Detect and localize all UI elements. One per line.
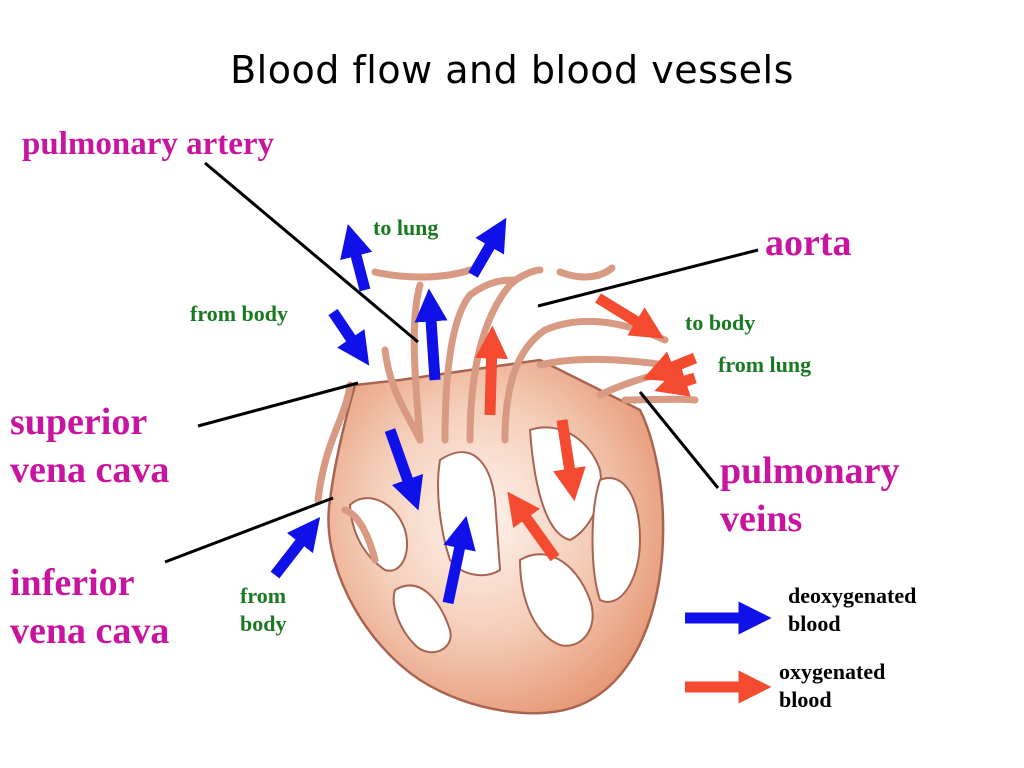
pulmonary-vein-upper: [536, 355, 669, 369]
blue-arrow-pulmonary-trunk: [414, 288, 448, 381]
legend-deoxygenated-line1: deoxygenated: [788, 583, 917, 608]
ventricle-inner: [591, 477, 642, 603]
oxygenated-arrows: [475, 293, 772, 704]
inferior-vena-cava-wall: [341, 506, 379, 564]
vena-cava-wall-right: [381, 346, 424, 444]
label-from-body-bottom: from body: [240, 582, 286, 637]
label-to-body: to body: [685, 310, 756, 335]
vena-cava-wall: [314, 381, 354, 504]
page-title: Blood flow and blood vessels: [230, 48, 794, 92]
pulmonary-vein-bottom: [621, 395, 699, 404]
vessels: [314, 264, 699, 564]
label-from-body-top: from body: [190, 301, 288, 326]
label-pulmonary-veins: pulmonary veins: [720, 448, 899, 543]
aorta-wall-right: [501, 317, 669, 444]
legend-oxygenated: oxygenated blood: [779, 658, 885, 713]
red-arrow-to-body: [595, 293, 665, 339]
label-pulmonary-veins-line2: veins: [720, 497, 803, 540]
inferior-vena-cava-leader: [164, 496, 334, 564]
superior-vena-cava-leader: [197, 381, 359, 428]
pulmonary-veins-leader: [638, 391, 720, 489]
red-arrow-from-lung-2: [654, 365, 697, 397]
blue-arrow-to-lung-left: [340, 224, 373, 292]
aorta-leader: [537, 248, 759, 308]
blue-arrow-to-lung-right: [468, 217, 507, 278]
label-pulmonary-veins-line1: pulmonary: [720, 450, 900, 492]
legend-deoxygenated-line2: blood: [788, 610, 841, 636]
pulmonary-artery-wall-right: [441, 276, 519, 444]
label-aorta: aorta: [765, 222, 852, 264]
red-arrow-aorta-up: [475, 325, 509, 416]
legend-oxygenated-line1: oxygenated: [779, 659, 886, 684]
blue-arrow-from-body-bottom: [270, 516, 321, 579]
right-ventricle: [392, 584, 452, 654]
label-inferior-line1: inferior: [10, 562, 135, 604]
left-ventricle: [518, 553, 594, 647]
label-from-body-bottom-line1: from: [240, 583, 287, 608]
legend-oxygenated-line2: blood: [779, 686, 832, 712]
label-pulmonary-artery: pulmonary artery: [22, 126, 275, 162]
label-superior-vena-cava: superior vena cava: [10, 399, 169, 494]
blue-arrow-from-body-top: [328, 308, 370, 366]
aorta-wall-left: [466, 266, 544, 444]
red-arrow-left-atrium: [553, 419, 586, 502]
red-arrow-from-lung-1: [642, 351, 698, 383]
label-from-lung: from lung: [718, 352, 812, 377]
heart: [327, 358, 665, 715]
label-to-lung: to lung: [373, 215, 439, 240]
deoxygenated-arrows: [270, 217, 772, 635]
pulmonary-artery-top: [371, 266, 474, 281]
label-inferior-vena-cava: inferior vena cava: [10, 560, 169, 655]
label-superior-line2: vena cava: [10, 448, 170, 491]
aorta-top: [556, 264, 616, 281]
legend-deoxygenated: deoxygenated blood: [788, 582, 916, 637]
blue-arrow-right-ventricle: [442, 515, 476, 605]
right-atrium: [348, 497, 409, 572]
leader-lines: [164, 161, 759, 564]
blue-arrow-right-atrium: [384, 428, 424, 511]
label-from-body-bottom-line2: body: [240, 610, 287, 636]
red-arrow-left-ventricle: [507, 491, 560, 562]
pulmonary-artery-leader: [204, 161, 419, 344]
label-superior-line1: superior: [10, 401, 148, 443]
label-inferior-line2: vena cava: [10, 609, 170, 652]
pulmonary-artery-wall-left: [410, 281, 424, 444]
